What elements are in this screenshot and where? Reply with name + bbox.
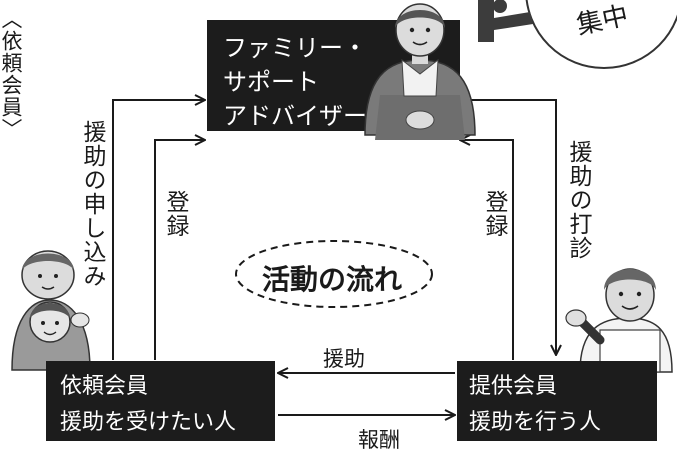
provider-line-2: 援助を行う人 (469, 410, 602, 435)
provider-line-1: 提供会員 (469, 374, 558, 399)
advisor-line-3: アドバイザー (223, 102, 367, 130)
help-label: 援助 (323, 347, 365, 371)
center-label-outline (235, 240, 433, 308)
center-label: 活動の流れ (262, 263, 403, 296)
sound-out-help-label: 援助の打診 (565, 140, 591, 260)
requester-line-2: 援助を受けたい人 (60, 410, 237, 435)
orange-mark-icon (478, 0, 533, 42)
advisor-line-1: ファミリー・ (223, 34, 367, 62)
register-right-arrow (460, 140, 514, 360)
register-right-label: 登録 (481, 190, 507, 238)
register-left-label: 登録 (162, 190, 188, 238)
request-help-arrow (112, 100, 205, 360)
sound-out-help-arrow (460, 99, 556, 355)
reward-label: 報酬 (358, 428, 400, 452)
provider-box: 提供会員 援助を行う人 (457, 361, 657, 441)
register-left-arrow (154, 140, 205, 360)
advisor-line-2: サポート (223, 68, 319, 96)
requester-box: 依頼会員 援助を受けたい人 (46, 361, 275, 441)
side-label: 〈依頼会員〉 (0, 8, 23, 140)
request-help-label: 援助の申し込み (79, 120, 105, 288)
requester-line-1: 依頼会員 (60, 374, 149, 399)
